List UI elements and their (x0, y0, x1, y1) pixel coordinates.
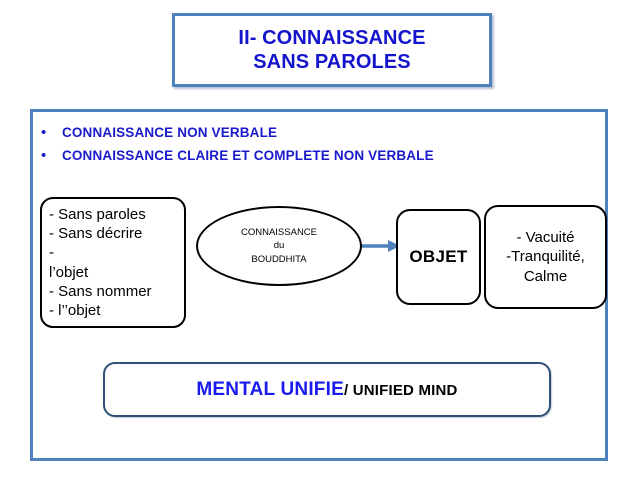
mental-unifie-box: MENTAL UNIFIE/ UNIFIED MIND (103, 362, 551, 417)
page-title: II- CONNAISSANCE SANS PAROLES (238, 26, 426, 73)
title-box: II- CONNAISSANCE SANS PAROLES (172, 13, 492, 87)
objet-box: OBJET (396, 209, 481, 305)
list-item: • CONNAISSANCE NON VERBALE (36, 124, 596, 142)
bullet-label: CONNAISSANCE CLAIRE ET COMPLETE NON VERB… (62, 148, 434, 163)
bullet-dot-icon: • (41, 124, 47, 141)
bullet-dot-icon: • (41, 147, 47, 164)
left-conditions-box: - Sans paroles - Sans décrire - l’objet … (40, 197, 186, 328)
objet-label: OBJET (409, 247, 468, 266)
mental-unifie-line: MENTAL UNIFIE/ UNIFIED MIND (196, 379, 457, 401)
mental-unifie-french: MENTAL UNIFIE (196, 378, 344, 400)
left-conditions-text: - Sans paroles - Sans décrire - l’objet … (49, 206, 152, 319)
qualities-text: - Vacuité -Tranquilité, Calme (506, 228, 585, 285)
mental-unifie-english: / UNIFIED MIND (343, 381, 458, 399)
ellipse-label: CONNAISSANCE du BOUDDHITA (240, 227, 317, 265)
connaissance-bouddhita-ellipse: CONNAISSANCE du BOUDDHITA (196, 206, 362, 286)
arrow-right-icon (358, 240, 400, 252)
list-item: • CONNAISSANCE CLAIRE ET COMPLETE NON VE… (36, 147, 596, 165)
qualities-box: - Vacuité -Tranquilité, Calme (484, 205, 607, 309)
bullet-list: • CONNAISSANCE NON VERBALE • CONNAISSANC… (36, 124, 596, 170)
bullet-label: CONNAISSANCE NON VERBALE (62, 125, 278, 140)
